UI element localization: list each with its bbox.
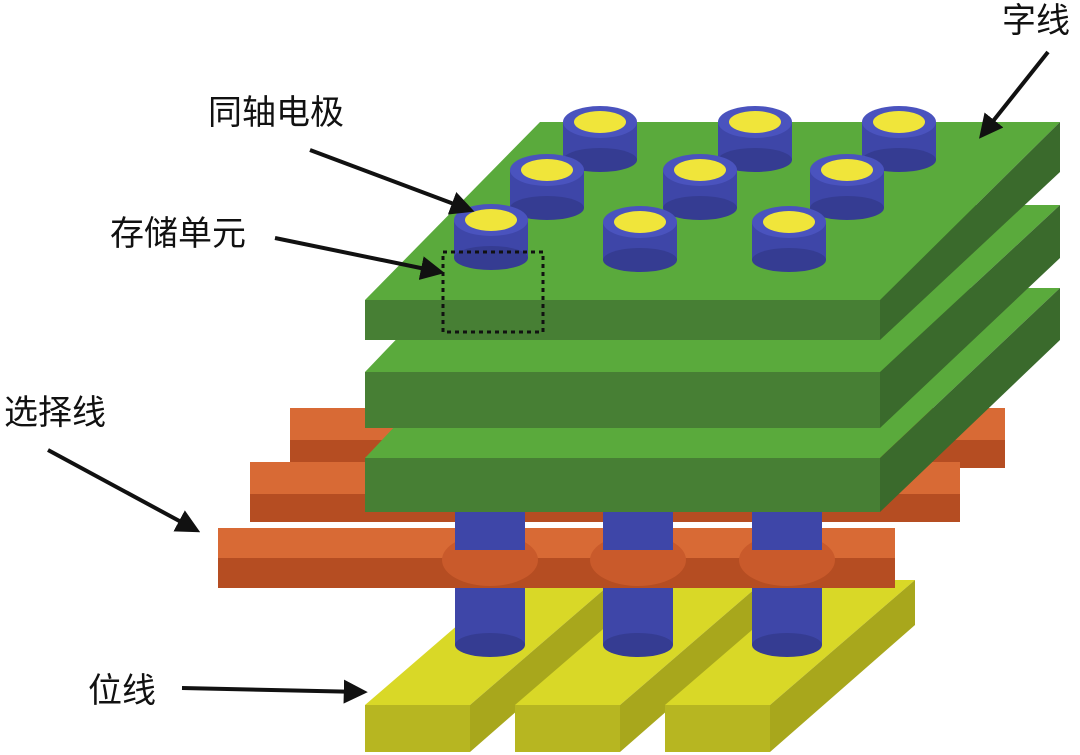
memory-cell-outline [441, 250, 545, 334]
label-memory-cell: 存储单元 [110, 214, 246, 254]
label-select-line: 选择线 [4, 393, 106, 433]
arrow-select-line [47, 448, 201, 533]
arrow-word-line [979, 50, 1050, 139]
arrows [47, 50, 1050, 704]
arrow-bit-line [181, 679, 368, 704]
electrode-tops [454, 106, 936, 272]
label-word-line: 字线 [1002, 1, 1070, 41]
arrow-memory-cell [274, 236, 445, 280]
coaxial-electrode [510, 154, 584, 220]
arrow-coaxial-electrode [309, 148, 475, 215]
coaxial-electrode [603, 206, 677, 272]
coaxial-electrode [663, 154, 737, 220]
coaxial-electrode [718, 106, 792, 172]
mid-pillars [455, 505, 822, 550]
label-bit-line: 位线 [88, 671, 156, 711]
coaxial-electrode [810, 154, 884, 220]
label-coaxial-electrode: 同轴电极 [208, 93, 344, 133]
coaxial-electrode [752, 206, 826, 272]
coaxial-electrode [454, 204, 528, 270]
